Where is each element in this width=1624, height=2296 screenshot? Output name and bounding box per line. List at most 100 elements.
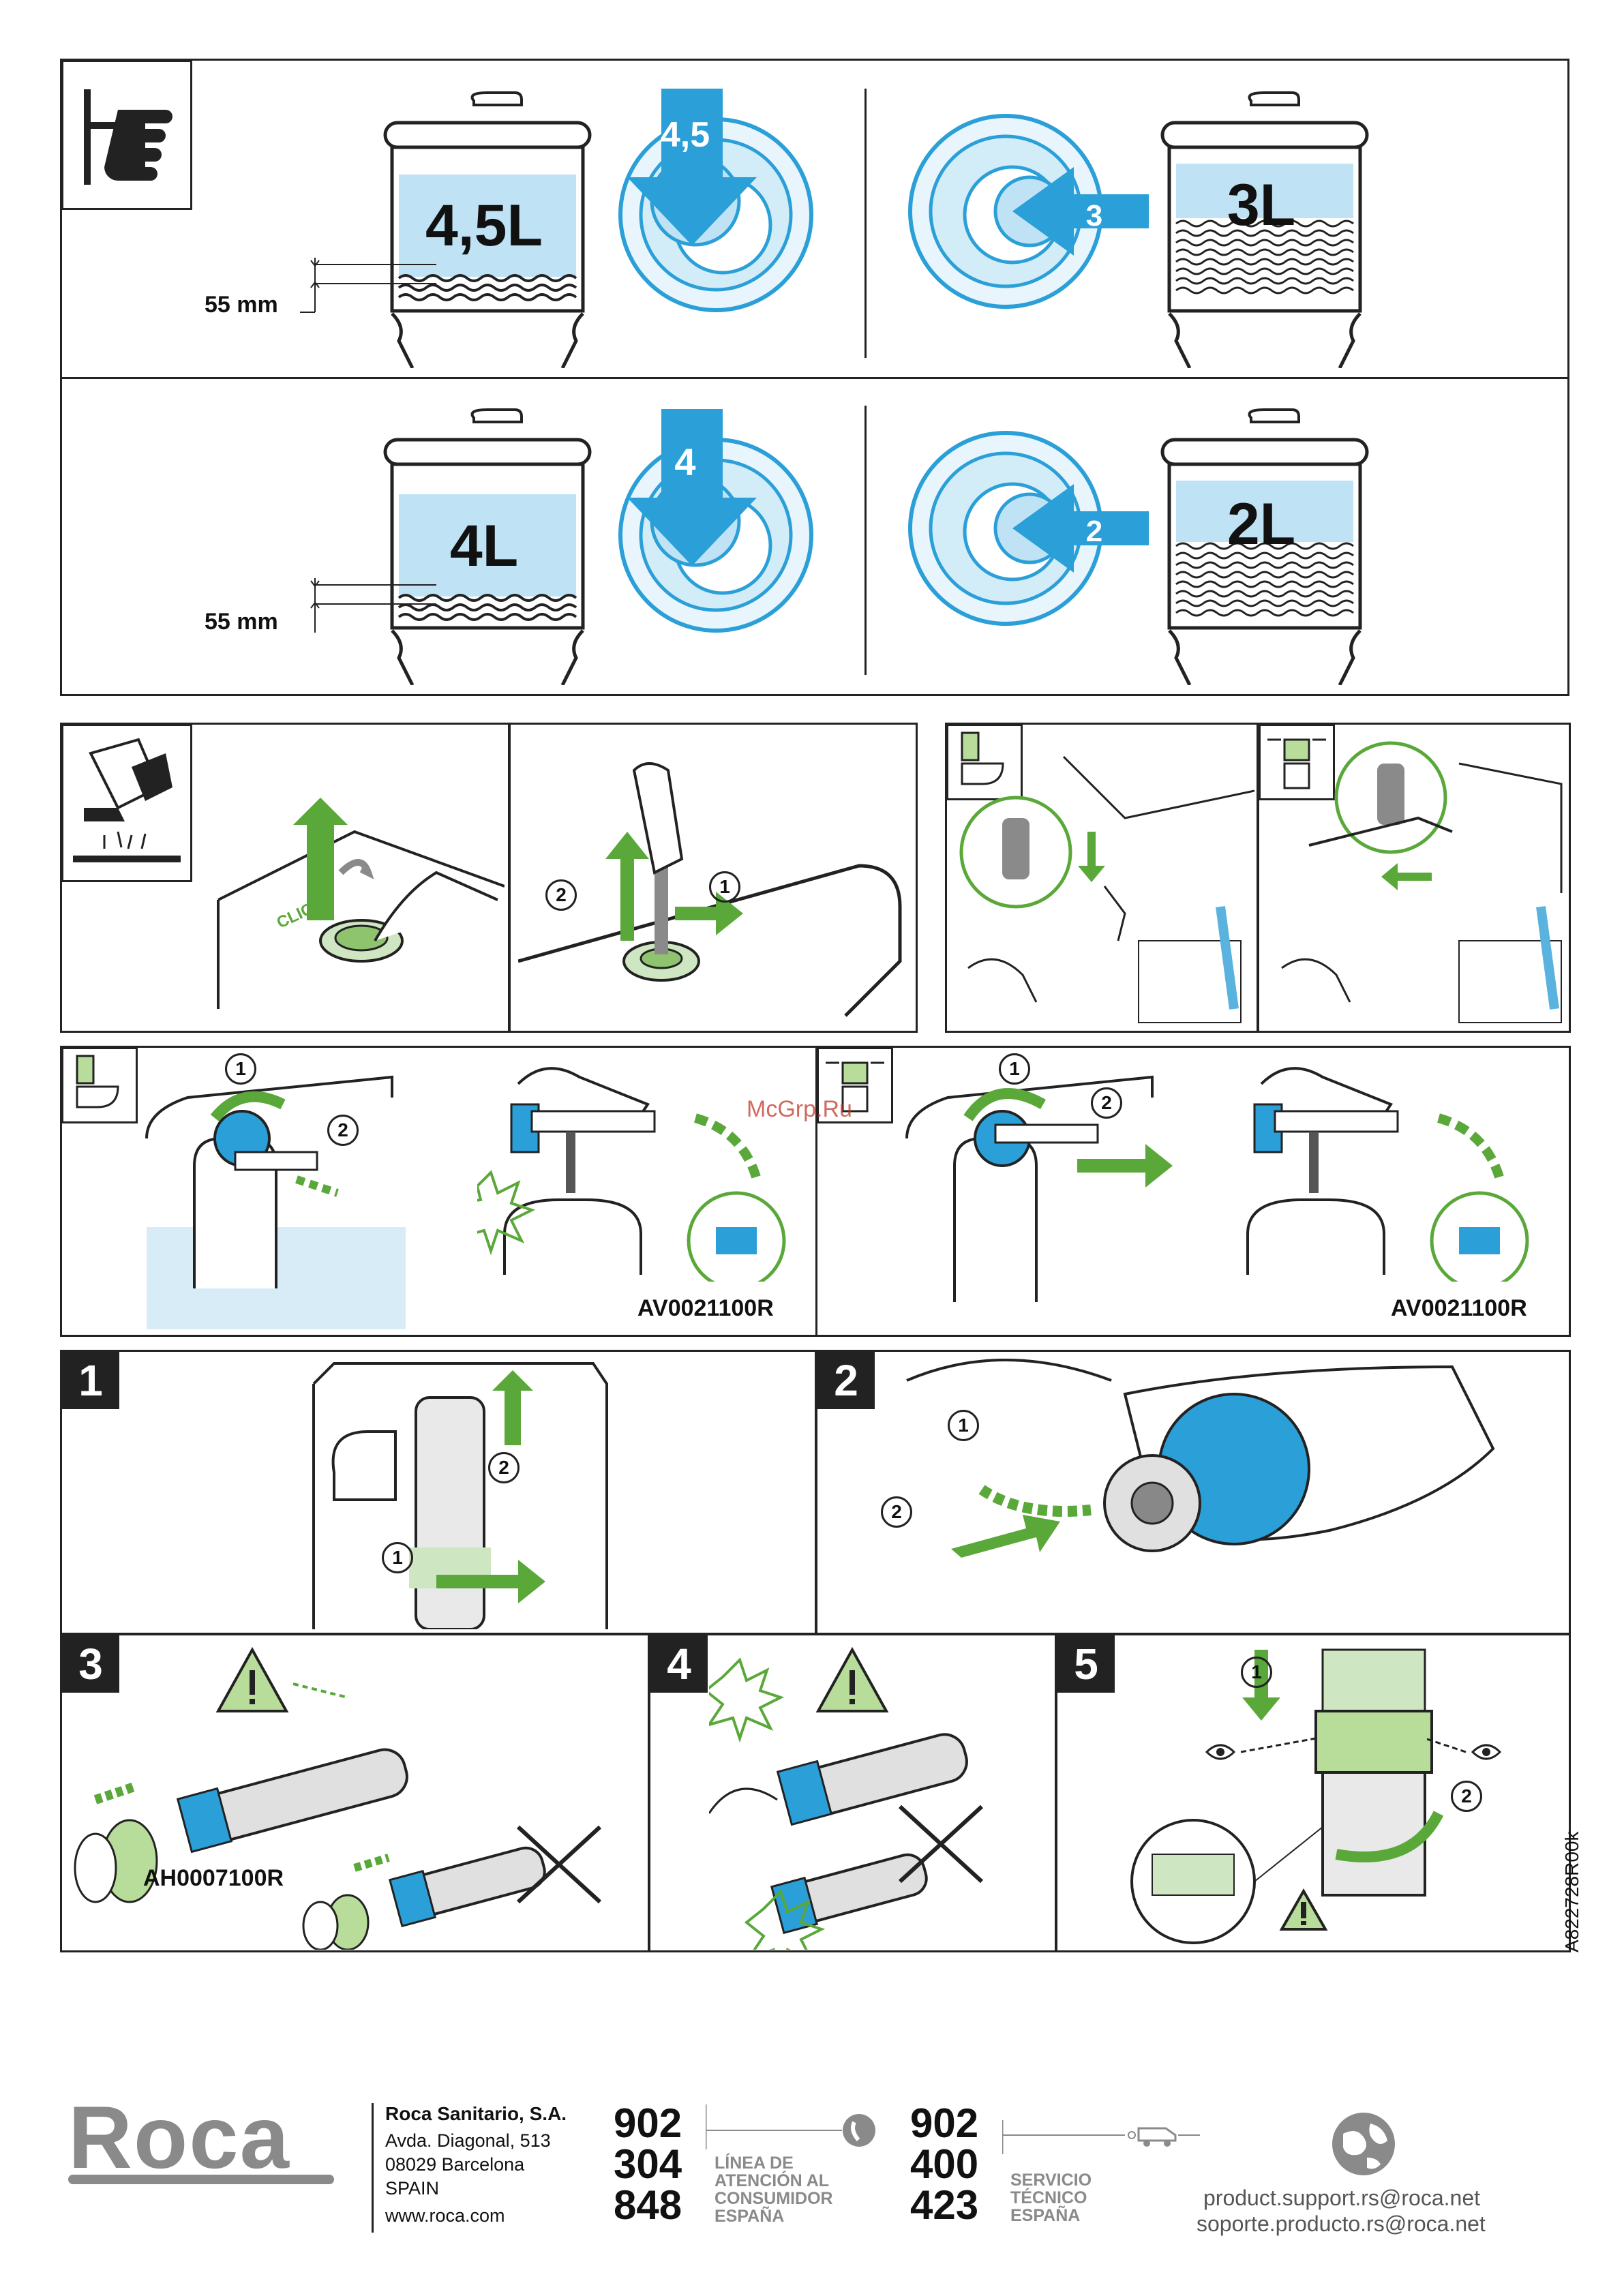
- callout-1: 1: [1241, 1657, 1272, 1688]
- callout-2: 2: [327, 1115, 359, 1146]
- part-code: AV0021100R: [637, 1295, 774, 1321]
- phone-label-line: ESPAÑA: [715, 2207, 785, 2226]
- phone-label: LÍNEA DE ATENCIÓN AL CONSUMIDOR ESPAÑA: [715, 2154, 833, 2225]
- phone-digits: 400: [910, 2141, 979, 2187]
- step-number: 4: [650, 1635, 708, 1693]
- logo-swoosh: [68, 2175, 334, 2184]
- button-removal-illustration: [205, 777, 505, 1023]
- brand-logo: Roca: [68, 2093, 341, 2195]
- section-divider: [60, 377, 1569, 379]
- part-code: AV0021100R: [1391, 1295, 1527, 1321]
- callout-1: 1: [948, 1410, 979, 1441]
- company-website[interactable]: www.roca.com: [385, 2205, 505, 2226]
- callout-number: 2: [556, 884, 567, 905]
- step-number: 2: [817, 1352, 875, 1409]
- phone-icon: [706, 2103, 876, 2151]
- callout-2: 2: [881, 1496, 912, 1528]
- support-email[interactable]: product.support.rs@roca.net: [1203, 2186, 1481, 2210]
- callout-number: 2: [1461, 1785, 1472, 1807]
- tank-illustration: [1156, 406, 1374, 685]
- valve-illustration: [900, 1057, 1186, 1329]
- phone-label-line: CONSUMIDOR: [715, 2189, 833, 2208]
- step-number: 3: [62, 1635, 119, 1693]
- company-address-line: Avda. Diagonal, 513: [385, 2130, 551, 2151]
- gap-label: 55 mm: [205, 292, 278, 318]
- phone-label-line: LÍNEA DE: [715, 2154, 794, 2173]
- watermark: McGrp.Ru: [747, 1096, 852, 1122]
- callout-1: 1: [999, 1053, 1030, 1085]
- globe-icon: [1329, 2110, 1398, 2178]
- document-code-label: A822728R00k: [1561, 1831, 1582, 1952]
- callout-number: 1: [958, 1415, 969, 1436]
- callout-number: 2: [891, 1501, 902, 1522]
- cleaning-cloth-icon: [61, 724, 192, 882]
- flush-button-large: [607, 409, 818, 641]
- tank-illustration: [1156, 89, 1374, 368]
- support-email[interactable]: soporte.producto.rs@roca.net: [1197, 2211, 1486, 2236]
- phone-digits: 902: [614, 2100, 682, 2146]
- phone-label-line: SERVICIO: [1010, 2171, 1092, 2190]
- callout-2: 2: [1451, 1781, 1482, 1812]
- phone-digits: 848: [614, 2182, 682, 2228]
- hand-pointing-icon: [61, 60, 192, 210]
- callout-1: 1: [382, 1542, 413, 1573]
- flush-valve-illustration: [879, 1353, 1561, 1626]
- company-name: Roca Sanitario, S.A.: [385, 2103, 567, 2124]
- valve-adjust-panel: [815, 1046, 1571, 1337]
- phone-label: SERVICIO TÉCNICO ESPAÑA: [1010, 2171, 1092, 2224]
- cleaning-illustration: [1268, 736, 1568, 1029]
- step-number: 1: [62, 1352, 119, 1409]
- phone-number-block: 902 400 423: [910, 2103, 978, 2226]
- phone-label-line: ATENCIÓN AL: [715, 2171, 830, 2190]
- valve-illustration: [1220, 1057, 1561, 1282]
- valve-illustration: [140, 1057, 406, 1329]
- button-volume-label: 4,5: [660, 115, 710, 155]
- callout-2: 2: [488, 1452, 520, 1483]
- phone-number-block: 902 304 848: [614, 2103, 682, 2226]
- flush-valve-illustration: [300, 1357, 614, 1629]
- tank-volume-label: 3L: [1227, 172, 1296, 238]
- gap-marker: [300, 578, 436, 634]
- callout-number: 2: [498, 1457, 509, 1478]
- callout-number: 2: [1101, 1092, 1112, 1113]
- gap-marker: [300, 258, 436, 314]
- logo-wordmark: Roca: [68, 2087, 290, 2187]
- gap-label: 55 mm: [205, 609, 278, 635]
- callout-number: 1: [719, 876, 730, 897]
- callout-1: 1: [225, 1053, 256, 1085]
- callout-number: 2: [337, 1119, 348, 1141]
- callout-number: 1: [1009, 1058, 1020, 1079]
- column-divider-bottom: [864, 406, 867, 675]
- phone-label-line: ESPAÑA: [1010, 2206, 1081, 2225]
- toilet-icon: [61, 1047, 138, 1123]
- seal-replacement-illustration: [68, 1636, 641, 1950]
- cleaning-illustration: [954, 750, 1254, 1029]
- flush-button-small: [903, 426, 1149, 631]
- phone-label-line: TÉCNICO: [1010, 2188, 1087, 2207]
- flush-button-small: [903, 109, 1149, 314]
- tank-volume-label: 4L: [449, 513, 519, 579]
- phone-digits: 902: [910, 2100, 979, 2146]
- callout-1: 1: [709, 871, 740, 903]
- column-divider-top: [864, 89, 867, 358]
- phone-digits: 304: [614, 2141, 682, 2187]
- tank-volume-label: 4,5L: [425, 193, 543, 258]
- callout-2: 2: [1091, 1087, 1122, 1119]
- toilet-icon: [946, 724, 1023, 800]
- valve-illustration: [477, 1057, 811, 1282]
- seal-replacement-illustration: [709, 1636, 1050, 1950]
- tank-illustration: [378, 406, 597, 685]
- valve-width-icon: [817, 1047, 893, 1123]
- footer-divider: [372, 2103, 374, 2233]
- callout-2: 2: [545, 879, 577, 911]
- callout-number: 1: [392, 1547, 403, 1568]
- phone-digits: 423: [910, 2182, 979, 2228]
- callout-number: 1: [1251, 1661, 1262, 1682]
- flush-button-large: [607, 89, 818, 320]
- button-removal-illustration: [518, 757, 914, 1023]
- van-icon: [1002, 2120, 1200, 2154]
- company-address-line: SPAIN: [385, 2178, 440, 2199]
- company-address-line: 08029 Barcelona: [385, 2154, 525, 2175]
- part-code: AH0007100R: [143, 1865, 284, 1891]
- valve-width-icon: [1259, 724, 1335, 800]
